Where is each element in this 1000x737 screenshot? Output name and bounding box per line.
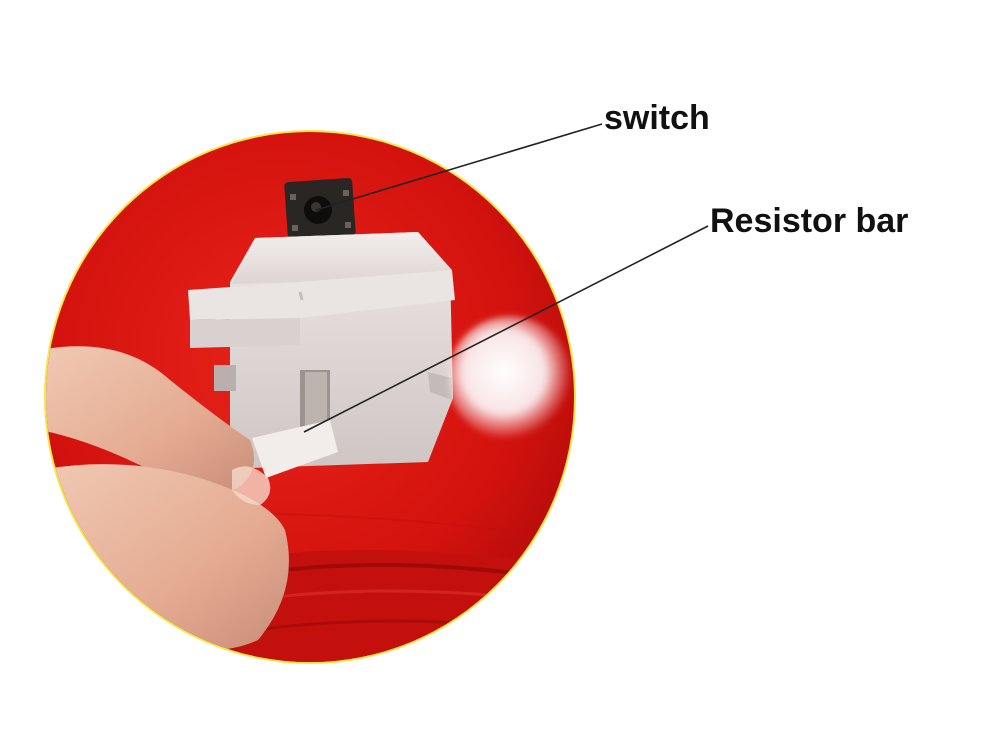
switch-label: switch xyxy=(604,99,710,137)
blurred-ball xyxy=(448,316,572,440)
switch-leader-line xyxy=(315,123,603,211)
magnified-view xyxy=(46,132,574,662)
resistor-bar-label: Resistor bar xyxy=(710,202,909,240)
resistor-strip xyxy=(252,420,338,478)
resistor-leader-line xyxy=(303,225,709,433)
